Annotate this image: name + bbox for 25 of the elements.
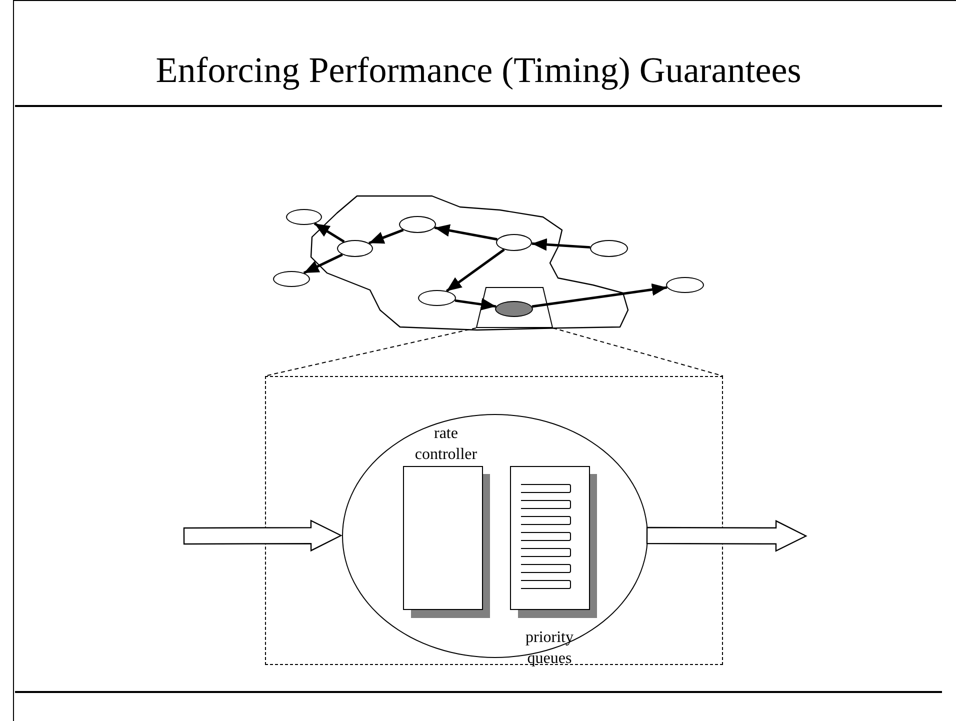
network-node	[666, 277, 704, 293]
queue-label: priority queues	[524, 628, 574, 669]
router-trapezoid	[476, 287, 553, 328]
network-node	[286, 209, 322, 225]
network-node	[273, 271, 310, 287]
network-node	[399, 216, 436, 233]
arrow	[446, 248, 505, 292]
network-node	[418, 290, 456, 306]
arrow	[434, 224, 498, 241]
block-arrow	[183, 520, 342, 552]
arrow	[532, 238, 590, 251]
arrow	[303, 253, 343, 274]
block-arrow	[646, 520, 808, 552]
arrow	[454, 298, 496, 310]
arrow	[314, 222, 345, 243]
network-node	[337, 240, 373, 257]
zoom-box	[265, 376, 723, 665]
controller-label: rate controller	[414, 424, 478, 466]
arrow	[368, 228, 404, 244]
zoom-line	[552, 328, 724, 376]
zoom-line	[264, 328, 476, 376]
network-node	[496, 234, 532, 251]
arrow	[532, 283, 668, 308]
title: Enforcing Performance (Timing) Guarantees	[154, 49, 802, 92]
network-node	[590, 240, 628, 257]
